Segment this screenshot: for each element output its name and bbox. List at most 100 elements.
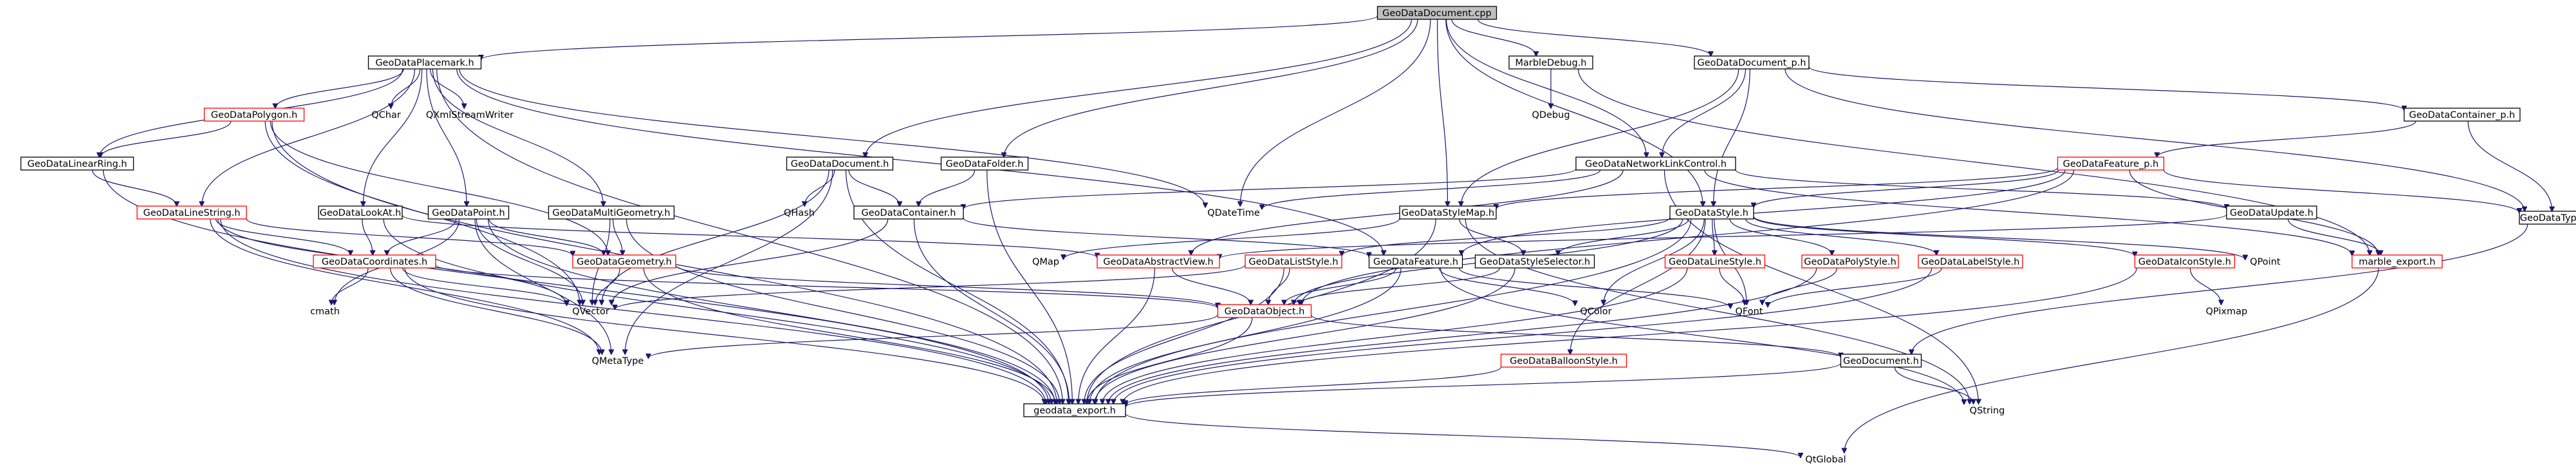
- node-label-contp: GeoDataContainer_p.h: [2409, 110, 2516, 120]
- node-types[interactable]: GeoDataTypes.h: [2519, 211, 2576, 225]
- edge-placemark-to-lookat: [363, 68, 423, 206]
- node-featurep[interactable]: GeoDataFeature_p.h: [2057, 156, 2165, 171]
- node-box-object: [1217, 304, 1312, 318]
- node-box-stylemap: [1399, 205, 1497, 220]
- node-marbleexport[interactable]: marble_export.h: [2351, 254, 2443, 269]
- node-label-qpoint: QPoint: [2250, 257, 2281, 267]
- node-point[interactable]: GeoDataPoint.h: [427, 205, 510, 220]
- node-geodocument[interactable]: GeoDocument.h: [1840, 354, 1922, 368]
- node-lookat[interactable]: GeoDataLookAt.h: [318, 205, 403, 220]
- node-label-abstractview: GeoDataAbstractView.h: [1103, 257, 1213, 267]
- edge-placemark-to-feature: [456, 68, 1384, 255]
- node-box-docp: [1694, 55, 1810, 70]
- node-label-qmap: QMap: [1032, 257, 1059, 267]
- edge-polygon-to-geometry: [270, 120, 608, 255]
- node-box-point: [427, 205, 510, 220]
- node-label-qchar: QChar: [371, 110, 401, 120]
- node-label-iconstyle: GeoDataIconStyle.h: [2138, 257, 2231, 267]
- edge-point-to-qvector: [476, 218, 582, 305]
- edge-multigeom-to-geometry: [613, 218, 623, 255]
- edge-iconstyle-to-geodataexport: [1123, 267, 2137, 404]
- node-label-qtglobal: QtGlobal: [1805, 455, 1846, 465]
- node-balloonstyle[interactable]: GeoDataBalloonStyle.h: [1500, 354, 1627, 368]
- node-multigeom[interactable]: GeoDataMultiGeometry.h: [548, 205, 675, 220]
- node-label-featurep: GeoDataFeature_p.h: [2063, 159, 2159, 169]
- node-qhash: QHash: [784, 208, 815, 218]
- edge-placemark-to-qxml: [430, 68, 465, 108]
- node-iconstyle[interactable]: GeoDataIconStyle.h: [2134, 254, 2236, 269]
- node-marbledebug[interactable]: MarbleDebug.h: [1508, 55, 1593, 70]
- node-box-update: [2226, 205, 2317, 220]
- edge-stylemap-to-styleselector: [1459, 218, 1523, 255]
- node-linestring[interactable]: GeoDataLineString.h: [136, 205, 247, 220]
- node-qmetatype: QMetaType: [592, 356, 644, 366]
- node-label-geodataexport: geodata_export.h: [1033, 406, 1116, 416]
- node-qpoint: QPoint: [2250, 257, 2281, 267]
- node-contp[interactable]: GeoDataContainer_p.h: [2404, 108, 2521, 122]
- node-box-networklink: [1575, 156, 1736, 171]
- node-label-qstring: QString: [1970, 406, 2005, 416]
- node-geometry[interactable]: GeoDataGeometry.h: [572, 254, 676, 269]
- edge-feature-to-qcolor: [1438, 267, 1575, 305]
- node-root[interactable]: GeoDataDocument.cpp: [1376, 6, 1497, 20]
- edge-types-to-geodocument: [1911, 223, 2528, 354]
- node-linearring[interactable]: GeoDataLinearRing.h: [20, 156, 134, 171]
- node-box-geodataexport: [1023, 403, 1126, 417]
- edge-coordinates-to-qmetatype: [389, 267, 602, 354]
- edge-polystyle-to-geodataexport: [1108, 267, 1817, 404]
- edge-featurep-to-feature: [1461, 169, 2066, 255]
- node-feature[interactable]: GeoDataFeature.h: [1368, 254, 1463, 269]
- node-styleselector[interactable]: GeoDataStyleSelector.h: [1474, 254, 1595, 269]
- node-document[interactable]: GeoDataDocument.h: [786, 156, 894, 171]
- node-qchar: QChar: [371, 110, 401, 120]
- node-label-point: GeoDataPoint.h: [432, 208, 505, 218]
- node-label-docp: GeoDataDocument_p.h: [1697, 58, 1806, 68]
- node-label-folder: GeoDataFolder.h: [946, 159, 1024, 169]
- node-docp[interactable]: GeoDataDocument_p.h: [1694, 55, 1810, 70]
- edge-featurep-to-stylemap: [1496, 167, 2059, 209]
- node-coordinates[interactable]: GeoDataCoordinates.h: [313, 254, 436, 269]
- node-liststyle[interactable]: GeoDataListStyle.h: [1245, 254, 1342, 269]
- node-abstractview[interactable]: GeoDataAbstractView.h: [1097, 254, 1220, 269]
- node-polystyle[interactable]: GeoDataPolyStyle.h: [1801, 254, 1899, 269]
- node-label-qfont: QFont: [1736, 307, 1763, 317]
- node-label-object: GeoDataObject.h: [1225, 307, 1305, 317]
- edge-document-to-qhash: [804, 169, 835, 206]
- edge-linestyle-to-geodataexport: [1102, 267, 1688, 404]
- edge-style-to-qpoint: [1753, 216, 2245, 260]
- edge-style-to-qcolor: [1604, 218, 1705, 305]
- edge-object-to-geodocument: [1310, 314, 1841, 357]
- edge-style-to-geodataexport: [1095, 218, 1692, 404]
- node-container[interactable]: GeoDataContainer.h: [853, 205, 964, 220]
- edge-feature-to-qstring: [1440, 267, 1964, 404]
- node-folder[interactable]: GeoDataFolder.h: [940, 156, 1029, 171]
- node-geodataexport[interactable]: geodata_export.h: [1023, 403, 1126, 417]
- node-qdatetime: QDateTime: [1207, 208, 1260, 218]
- node-placemark[interactable]: GeoDataPlacemark.h: [367, 55, 482, 70]
- node-stylemap[interactable]: GeoDataStyleMap.h: [1399, 205, 1497, 220]
- node-labelstyle[interactable]: GeoDataLabelStyle.h: [1918, 254, 2023, 269]
- node-box-linestring: [136, 205, 247, 220]
- node-object[interactable]: GeoDataObject.h: [1217, 304, 1312, 318]
- edge-style-to-styleselector: [1558, 218, 1689, 255]
- node-label-marbledebug: MarbleDebug.h: [1515, 58, 1587, 68]
- node-networklink[interactable]: GeoDataNetworkLinkControl.h: [1575, 156, 1736, 171]
- node-qstring: QString: [1970, 406, 2005, 416]
- node-update[interactable]: GeoDataUpdate.h: [2226, 205, 2317, 220]
- edge-networklink-to-container: [963, 168, 1577, 209]
- node-polygon[interactable]: GeoDataPolygon.h: [203, 108, 305, 122]
- edge-labelstyle-to-geodataexport: [1113, 267, 1932, 404]
- edge-styleselector-to-geodataexport: [1095, 267, 1515, 404]
- edge-root-to-qdatetime: [1240, 19, 1431, 206]
- edge-linestring-to-coordinates: [215, 218, 350, 255]
- node-box-geodocument: [1840, 354, 1922, 368]
- node-qxml: QXmlStreamWriter: [426, 110, 514, 120]
- edge-geometry-to-geodataexport: [643, 267, 1055, 404]
- edge-point-to-qmetatype: [474, 218, 611, 354]
- edge-styleselector-to-object: [1300, 267, 1501, 305]
- node-box-coordinates: [313, 254, 436, 269]
- node-style[interactable]: GeoDataStyle.h: [1669, 205, 1754, 220]
- edge-root-to-style: [1445, 19, 1703, 206]
- node-linestyle[interactable]: GeoDataLineStyle.h: [1664, 254, 1766, 269]
